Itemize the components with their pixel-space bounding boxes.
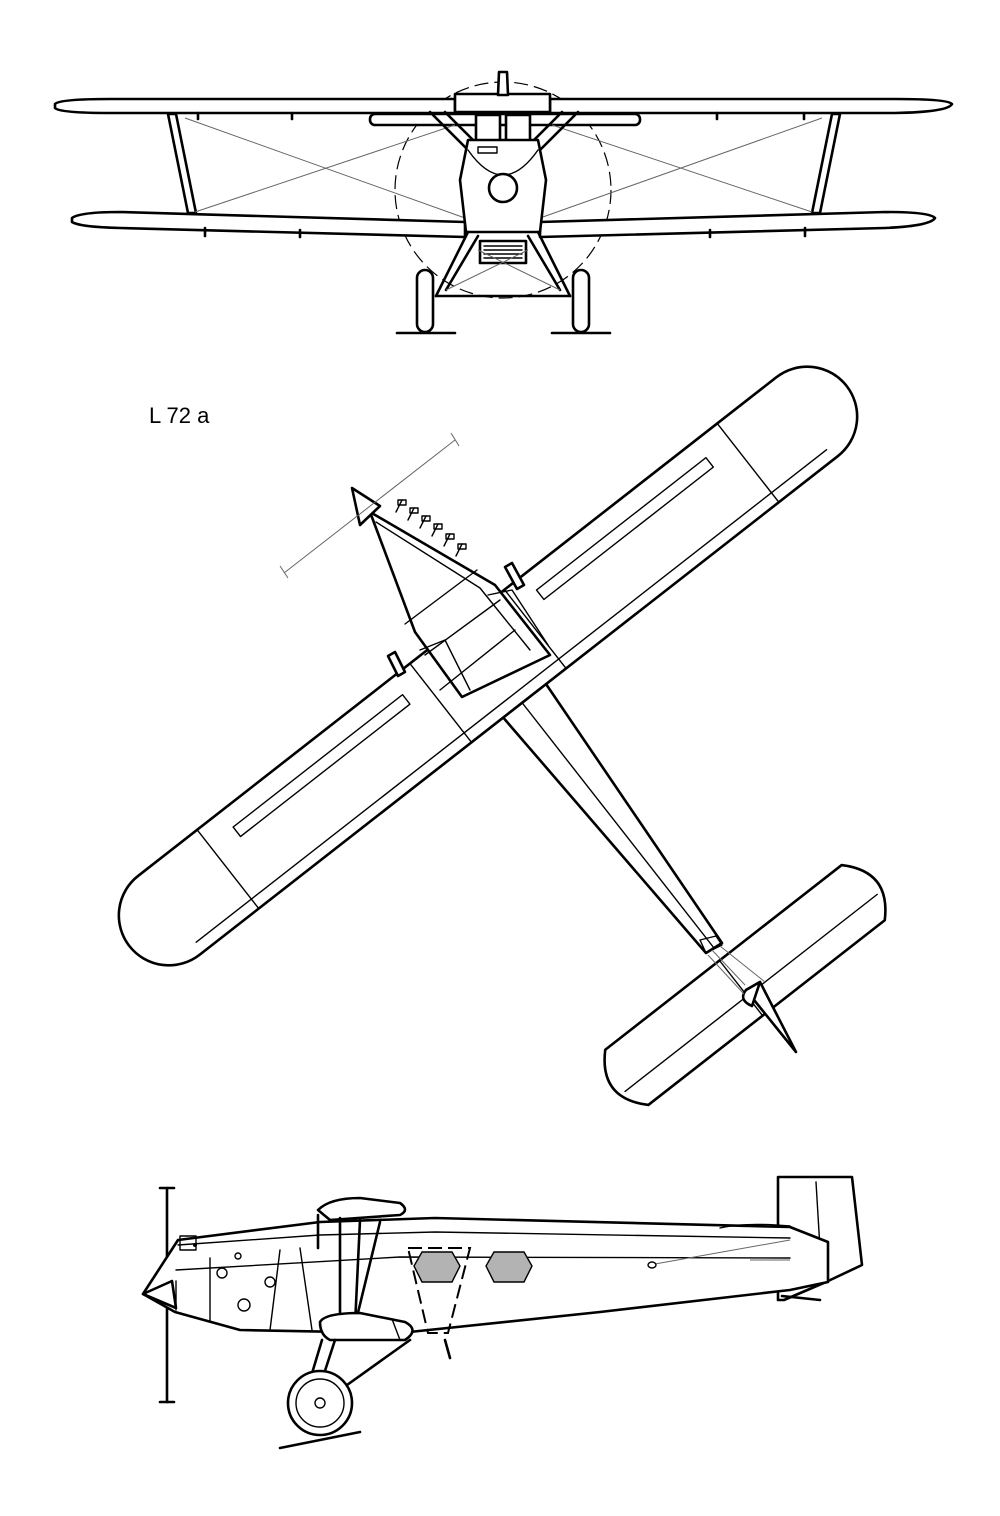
plan-view (117, 365, 887, 1107)
lower-wing-side (318, 1311, 414, 1342)
wheel-right (571, 268, 591, 334)
wheel-side (286, 1369, 354, 1437)
designation-label: L 72 a (149, 403, 210, 428)
front-view (53, 70, 954, 335)
cabin-window-1 (413, 1251, 461, 1283)
spinner (487, 172, 519, 204)
upper-wing (53, 97, 457, 115)
side-view (141, 1175, 864, 1450)
fuselage-side (141, 1216, 830, 1335)
cabin-window-2 (485, 1251, 533, 1283)
lower-wing (70, 210, 467, 239)
spinner-plan (350, 486, 382, 527)
wheel-left (415, 268, 435, 334)
rear-fuselage (493, 682, 724, 955)
